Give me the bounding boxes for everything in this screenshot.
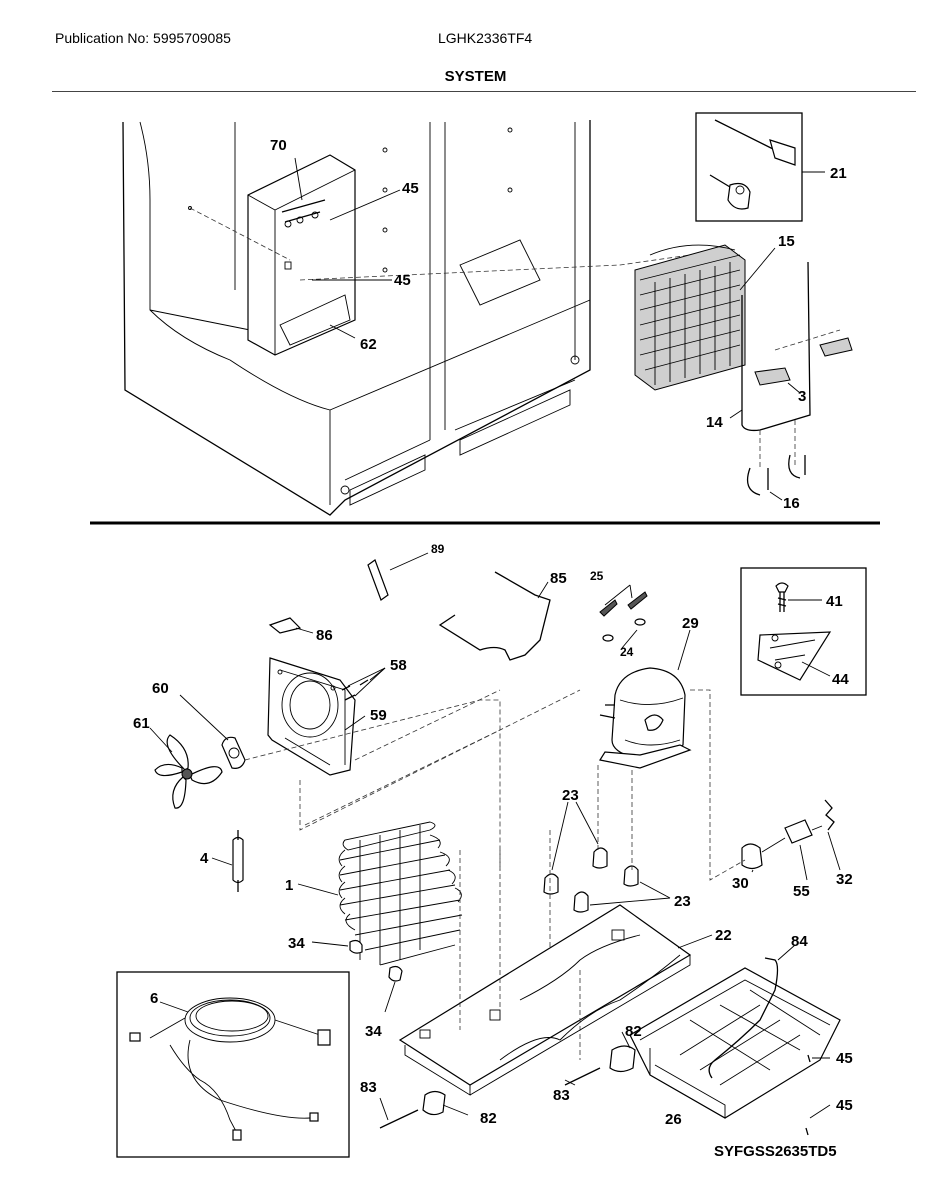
clip-16b <box>788 454 806 479</box>
base-pan-22 <box>398 904 692 1096</box>
grommets-23 <box>543 847 639 913</box>
header-rule <box>52 91 916 92</box>
tube-89 <box>367 559 389 601</box>
callout-41: 41 <box>826 593 843 610</box>
callout-24: 24 <box>620 645 634 659</box>
heater-wire <box>741 261 811 432</box>
damper-82a <box>609 1045 636 1073</box>
callout-45-upper-right: 45 <box>836 1050 853 1067</box>
callout-29: 29 <box>682 615 699 632</box>
callout-21: 21 <box>830 165 847 182</box>
callout-44: 44 <box>832 671 849 688</box>
washer-24a <box>602 634 614 642</box>
screw-83a <box>564 1067 601 1086</box>
callout-34-lower: 34 <box>365 1023 382 1040</box>
callout-89: 89 <box>431 542 445 556</box>
cabinet-liner <box>122 120 591 516</box>
tube-85 <box>438 571 551 661</box>
callout-83-left: 83 <box>360 1079 377 1096</box>
damper-82b <box>422 1090 446 1116</box>
callout-1: 1 <box>285 877 293 894</box>
callout-60: 60 <box>152 680 169 697</box>
fan-motor <box>221 736 246 769</box>
inset-box-6 <box>116 971 350 1158</box>
clip-16a <box>746 467 769 496</box>
fan-blade <box>154 734 223 809</box>
callout-4: 4 <box>200 850 209 867</box>
callout-3: 3 <box>798 388 806 405</box>
publication-number: Publication No: 5995709085 <box>55 30 231 46</box>
callout-30: 30 <box>732 875 749 892</box>
callout-83-right: 83 <box>553 1087 570 1104</box>
washer-24b <box>634 618 646 626</box>
callout-62: 62 <box>360 336 377 353</box>
callout-61: 61 <box>133 715 150 732</box>
clips-25 <box>599 591 648 617</box>
screws-45 <box>805 1054 811 1136</box>
callout-23-lower: 23 <box>674 893 691 910</box>
condenser-1 <box>338 821 463 966</box>
ice-bucket-housing <box>189 154 726 356</box>
callout-86: 86 <box>316 627 333 644</box>
foam-block-a <box>754 367 791 386</box>
inset-box-41-44 <box>740 567 867 696</box>
screws-58 <box>341 679 369 701</box>
bracket-86 <box>268 617 302 634</box>
callout-16: 16 <box>783 495 800 512</box>
tube-84 <box>708 957 779 1079</box>
grommet-34b <box>388 965 403 982</box>
callout-45-top: 45 <box>402 180 419 197</box>
inset-box-21 <box>695 112 803 222</box>
callout-70: 70 <box>270 137 287 154</box>
wire-harness-32-30-55 <box>741 799 835 870</box>
callout-58: 58 <box>390 657 407 674</box>
fan-shroud <box>267 657 356 776</box>
callout-34-left: 34 <box>288 935 305 952</box>
grommet-34a <box>349 939 363 954</box>
diagram-code: SYFGSS2635TD5 <box>714 1143 837 1160</box>
section-title: SYSTEM <box>444 68 507 85</box>
callout-26: 26 <box>665 1111 682 1128</box>
callout-25: 25 <box>590 569 604 583</box>
callout-84: 84 <box>791 933 808 950</box>
condenser-coil <box>634 244 746 391</box>
callout-59: 59 <box>370 707 387 724</box>
callout-82-right: 82 <box>625 1023 642 1040</box>
assembly-guides <box>244 689 746 1060</box>
callout-55: 55 <box>793 883 810 900</box>
drier-4 <box>232 836 244 884</box>
callout-45-mid: 45 <box>394 272 411 289</box>
model-number: LGHK2336TF4 <box>438 30 533 46</box>
callout-32: 32 <box>836 871 853 888</box>
callout-45-lower-right: 45 <box>836 1097 853 1114</box>
foam-block-b <box>819 337 853 357</box>
callout-22: 22 <box>715 927 732 944</box>
callout-15: 15 <box>778 233 795 250</box>
compressor <box>599 667 692 769</box>
callout-6: 6 <box>150 990 158 1007</box>
callout-23-upper: 23 <box>562 787 579 804</box>
screw-83b <box>379 1109 419 1129</box>
callout-82-left: 82 <box>480 1110 497 1127</box>
callout-85: 85 <box>550 570 567 587</box>
callout-14: 14 <box>706 414 723 431</box>
